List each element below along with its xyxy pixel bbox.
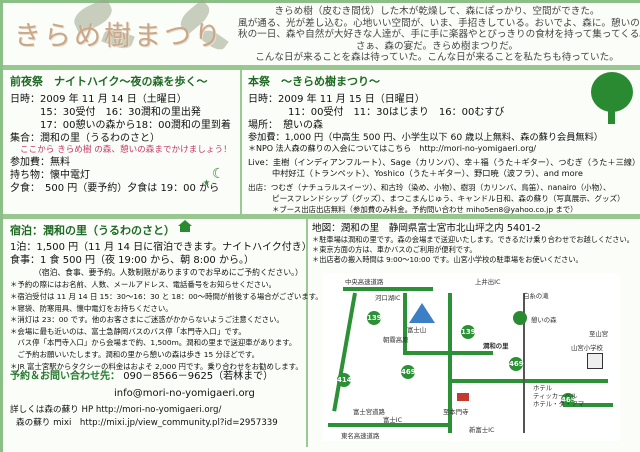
access-map: 139 139 414 469 469 469 中央高速道路 河口湖IC 上井出…	[323, 273, 620, 441]
contact-phone: 090－8566－9625（若林まで）	[123, 371, 274, 382]
honsai-shop1: 出店：つむぎ（ナチュラルスイーツ）、和古玲（染め、小物）、樹羽（カリンバ、鳥笛）…	[248, 182, 611, 192]
honsai-live2: 中村好江（トランペット）、Yoshico（うた＋ギター）、野口暁（波フラ）、an…	[272, 168, 583, 179]
star-icon: ★	[203, 178, 211, 187]
contact-hp[interactable]: 詳しくは森の蘇り HP http://mori-no-yomigaeri.org…	[10, 405, 222, 415]
zenya-dinner: 夕食： 500 円（要予約）夕食は 19：00 から	[10, 183, 220, 195]
route-badge: 139	[367, 311, 382, 325]
moon-icon: ☾	[212, 166, 225, 182]
zenya-bring: 持ち物：懐中電灯	[10, 170, 90, 182]
mountain-icon	[409, 303, 435, 323]
zenya-meet: 集合：潤和の里（うるわのさと）	[10, 133, 160, 144]
contact-label: 予約＆お問い合わせ先：	[10, 371, 120, 382]
contact-email[interactable]: info@mori-no-yomigaeri.org	[114, 388, 255, 399]
contact-section: 予約＆お問い合わせ先： 090－8566－9625（若林まで） info@mor…	[10, 370, 302, 430]
school-marker-icon	[587, 353, 603, 369]
hotel-marker-icon	[457, 393, 469, 401]
lodging-title: 宿泊：潤和の里（うるわのさと）	[10, 224, 175, 237]
lodging-meal-note: （宿泊、食事、要予約。人数制限がありますのでお早めにご予約ください。）	[34, 268, 303, 277]
honsai-title: 本祭 ～きらめ樹まつり～	[248, 75, 380, 88]
route-badge: 139	[461, 325, 476, 339]
honsai-fee: 参加費：1,000 円（中高生 500 円、小学生以下 60 歳以上無料、森の蘇…	[248, 132, 603, 143]
zenya-title: 前夜祭 ナイトハイク～夜の森を歩く～	[10, 75, 208, 88]
honsai-fee-note: ＊NPO 法人森の蘇りの入会についてはこちら http://mori-no-yo…	[248, 144, 537, 154]
route-badge: 469	[509, 357, 524, 371]
honsai-section: 本祭 ～きらめ樹まつり～ 日時：2009 年 11 月 15 日（日曜日） 11…	[248, 73, 640, 216]
column-divider-lower	[306, 219, 308, 447]
forest-marker-icon	[513, 311, 527, 325]
page-title: きらめ樹まつり	[14, 21, 224, 52]
zenya-time2: 17：00憩いの森から18：00潤和の里到着	[40, 120, 231, 131]
honsai-shop2: ピースフレンドシップ（グッズ）、まつこまんじゅう、キャンドル日和、森の蘇り（写真…	[272, 194, 625, 204]
zenya-date: 日時：2009 年 11 月 14 日（土曜日）	[10, 94, 187, 105]
location-section: 地図：潤和の里 静岡県富士宮市北山坪之内 5401-2 ＊駐車場は潤和の里です。…	[312, 222, 636, 265]
honsai-live1: Live：圭樹（インディアンフルート）、Sage（カリンバ）、幸＋福（うた＋ギタ…	[248, 156, 640, 167]
middle-divider	[3, 214, 640, 219]
header-divider	[3, 65, 640, 70]
zenya-section: 前夜祭 ナイトハイク～夜の森を歩く～ 日時：2009 年 11 月 14 日（土…	[10, 73, 236, 195]
lodging-section: 宿泊：潤和の里（うるわのさと） 1泊：1,500 円（11 月 14 日に宿泊で…	[10, 222, 323, 372]
route-badge: 414	[337, 373, 352, 387]
honsai-shop-note: ＊ブース出店出店無料（参加費のみ料金。予約問い合わせ miho5en8@yaho…	[272, 205, 578, 215]
lodging-stay: 1泊：1,500 円（11 月 14 日に宿泊できます。ナイトハイク付き）	[10, 242, 312, 253]
lodging-meal: 食事：1 食 500 円（夜 19:00 から、朝 8:00 から。）	[10, 255, 254, 266]
contact-mixi[interactable]: 森の蘇り mixi http://mixi.jp/view_community.…	[16, 418, 278, 429]
location-notes: ＊駐車場は潤和の里です。森の会場まで送迎いたします。できるだけ乗り合わせでお越し…	[312, 235, 634, 264]
tree-icon	[590, 72, 634, 126]
house-icon	[178, 220, 192, 232]
zenya-time1: 15：30受付 16：30潤和の里出発	[40, 107, 201, 118]
column-divider	[240, 70, 242, 215]
location-title: 地図：潤和の里 静岡県富士宮市北山坪之内 5401-2	[312, 223, 541, 234]
header	[3, 0, 640, 64]
honsai-time: 11：00受付 11：30はじまり 16：00むすび	[288, 107, 505, 118]
route-badge: 469	[561, 393, 576, 407]
honsai-place: 場所： 憩いの森	[248, 120, 323, 131]
zenya-fee: 参加費：無料	[10, 157, 70, 169]
zenya-meet-note: ここから きらめ樹 の森、憩いの森までかけましょう！	[20, 145, 232, 155]
route-badge: 469	[401, 365, 416, 379]
intro-text: きらめ樹（皮むき間伐）した木が乾燥して、森にぽっかり、空間ができた。 風が通る、…	[238, 6, 640, 64]
honsai-date: 日時：2009 年 11 月 15 日（日曜日）	[248, 94, 425, 105]
lodging-notes: ＊予約の際にはお名前、人数、メールアドレス、電話番号をお知らせください。 ＊宿泊…	[10, 280, 323, 371]
